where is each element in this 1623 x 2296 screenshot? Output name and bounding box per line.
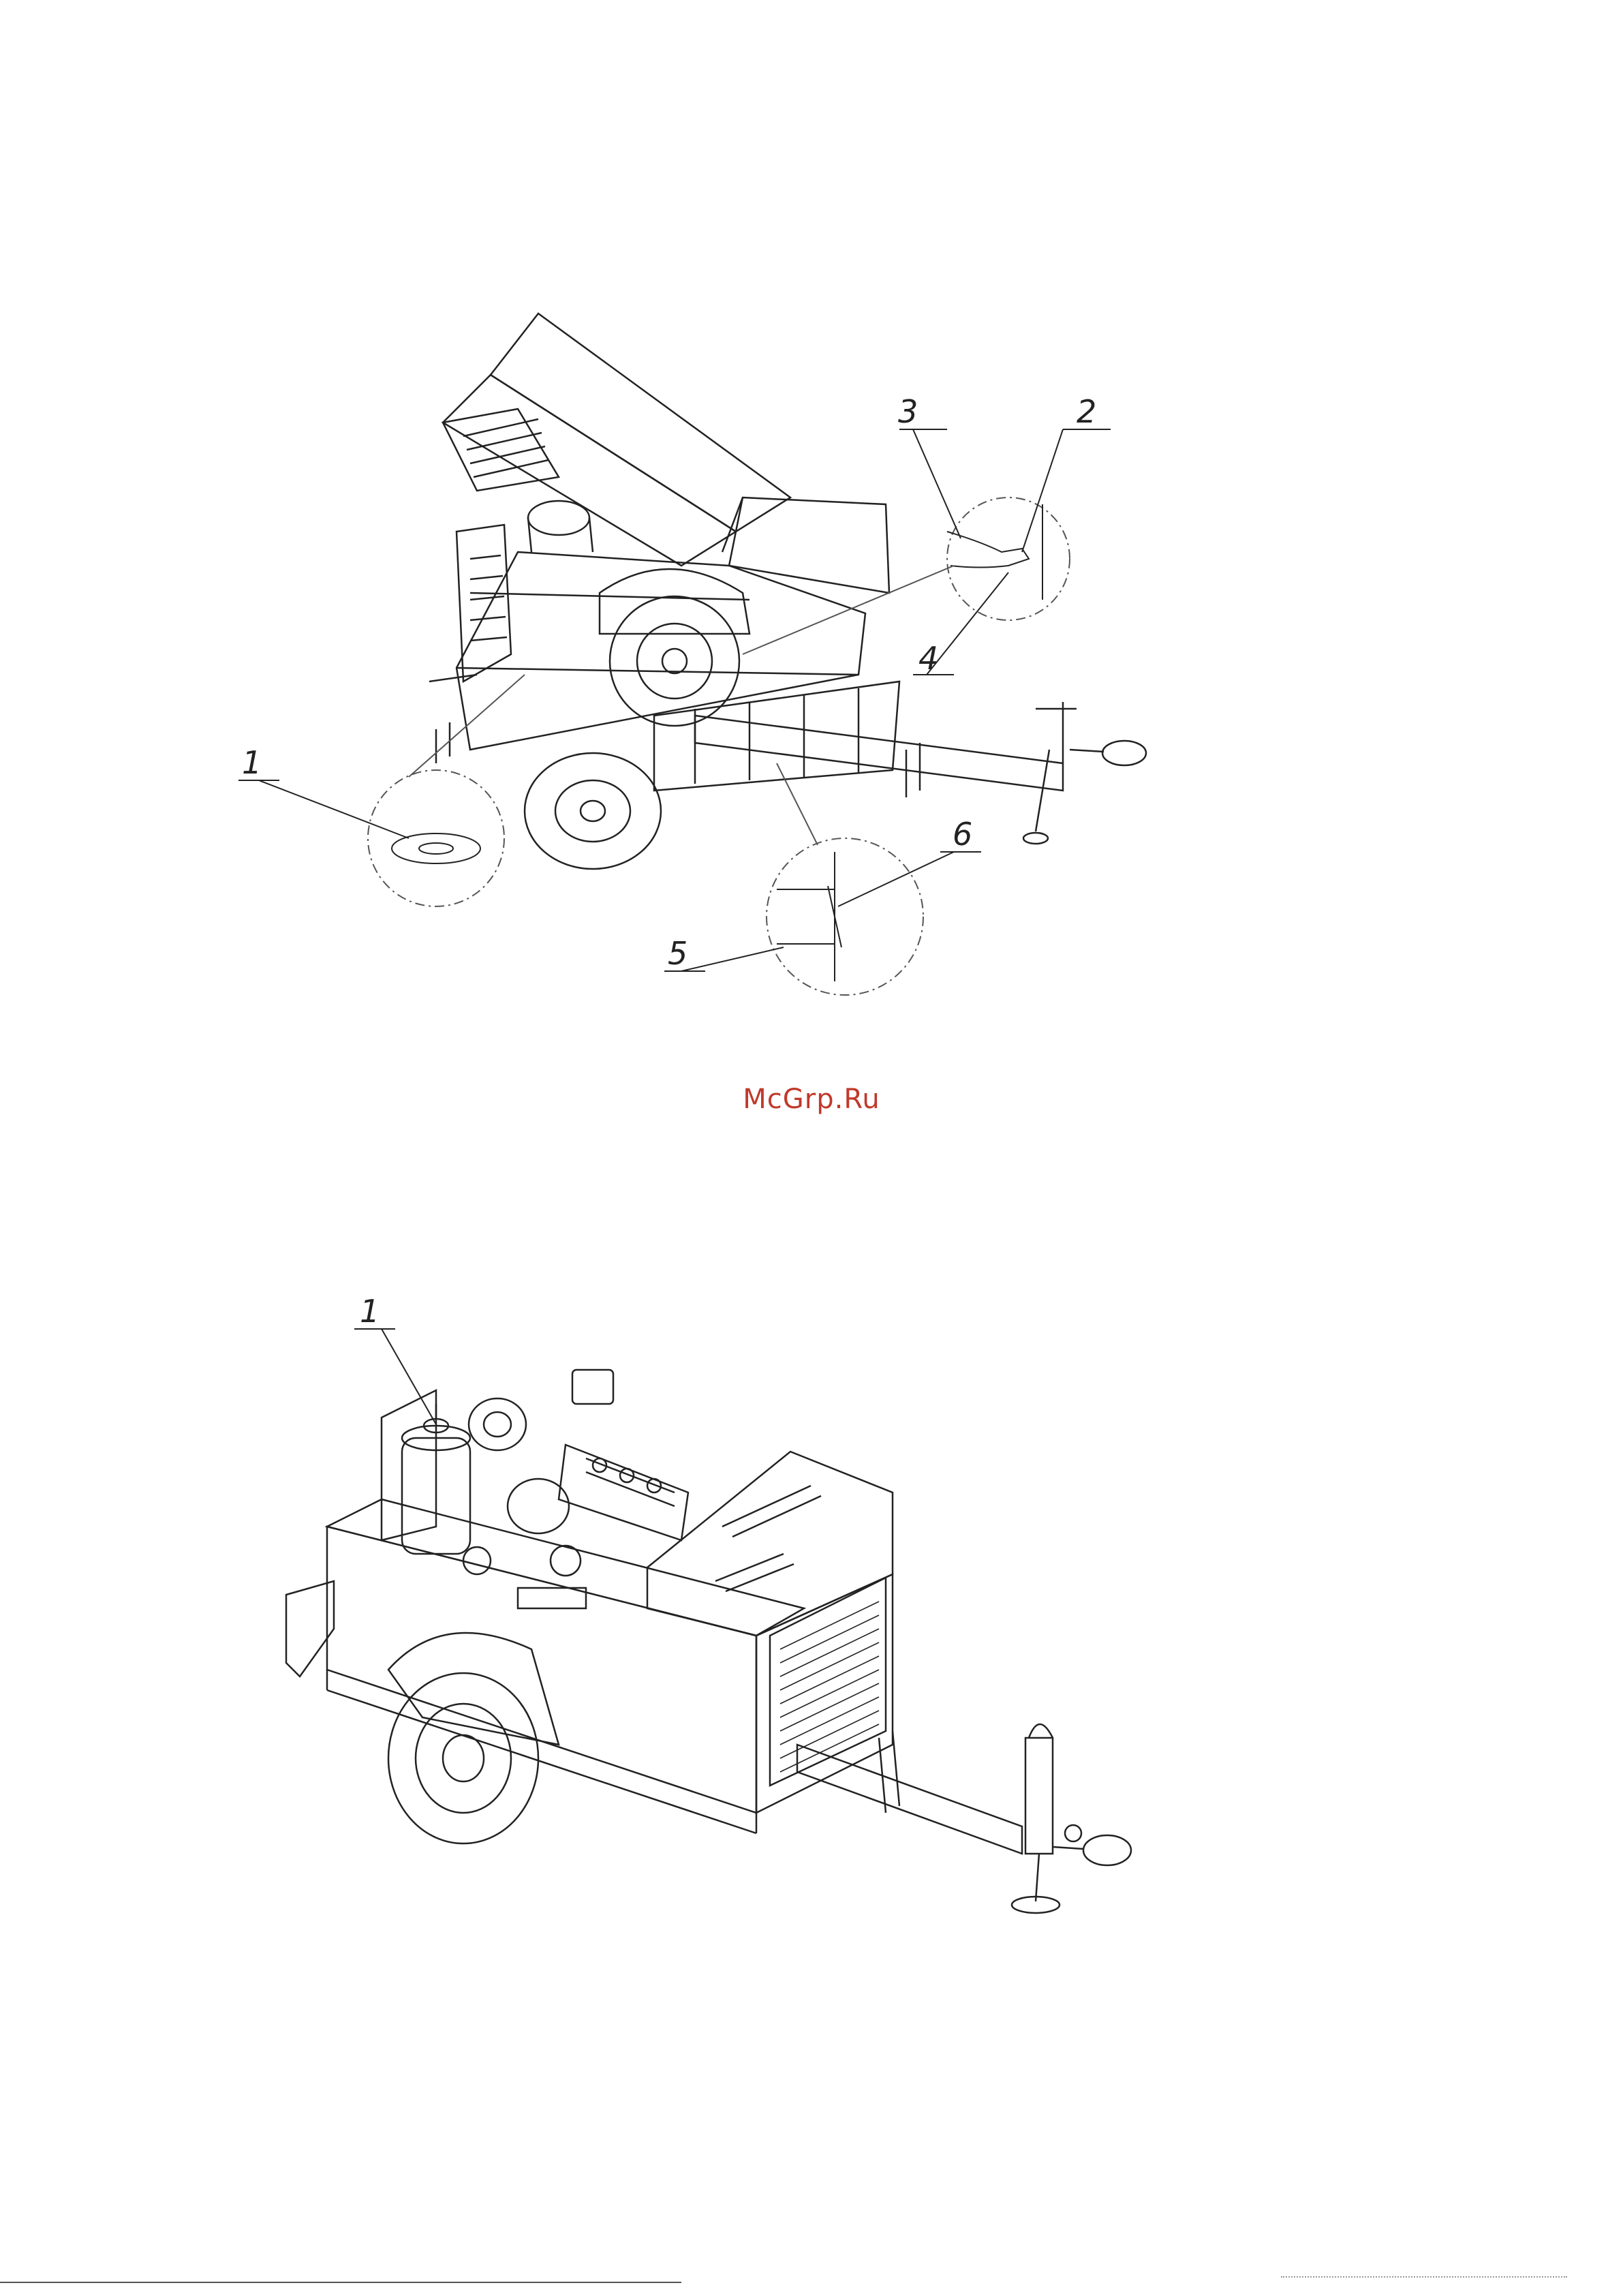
canopy-housing	[647, 1452, 893, 1636]
detail-circle-top-right	[947, 498, 1070, 620]
engine-cover	[729, 498, 889, 593]
bay-wall	[382, 1390, 436, 1540]
canopy-top	[491, 313, 790, 532]
jockey-post	[1025, 1738, 1053, 1854]
air-filter	[469, 1398, 526, 1450]
rear-panel	[457, 525, 511, 682]
plug-detail	[392, 833, 480, 863]
fuel-tank-box	[572, 1370, 613, 1404]
callout-2: 2	[1077, 393, 1096, 430]
bottom-drawing-svg: 1	[0, 1268, 1623, 1915]
top-drawing: 3 2 4 1 6 5	[0, 273, 1623, 1022]
wheel	[388, 1673, 538, 1843]
canopy-grille	[443, 409, 559, 491]
callout-3: 3	[898, 393, 918, 430]
canopy-side	[443, 375, 736, 566]
watermark-label: McGrp.Ru	[743, 1084, 880, 1115]
chassis	[654, 682, 899, 791]
watermark-text: McGrp.Ru	[0, 1084, 1623, 1115]
tow-eye	[1083, 1835, 1131, 1865]
top-drawing-svg: 3 2 4 1 6 5	[0, 273, 1623, 1022]
callout-6: 6	[953, 816, 972, 853]
bottom-drawing: 1	[0, 1268, 1623, 1915]
detail-circle-bottom	[767, 838, 923, 995]
callout-5: 5	[668, 935, 687, 972]
body-side	[327, 1527, 756, 1813]
detail-circle-left	[368, 770, 504, 906]
tow-eye	[1102, 741, 1146, 765]
callout-4: 4	[918, 640, 938, 677]
page-bottom-rule	[0, 2282, 681, 2283]
filter-drum	[528, 501, 589, 535]
body-end	[756, 1574, 893, 1813]
callout-1: 1	[360, 1293, 380, 1330]
engine-block	[559, 1445, 688, 1540]
callout-1: 1	[242, 744, 262, 781]
wheel-lower	[525, 753, 661, 869]
drawbar	[797, 1745, 1022, 1854]
page-footer-noise	[1281, 2276, 1567, 2287]
